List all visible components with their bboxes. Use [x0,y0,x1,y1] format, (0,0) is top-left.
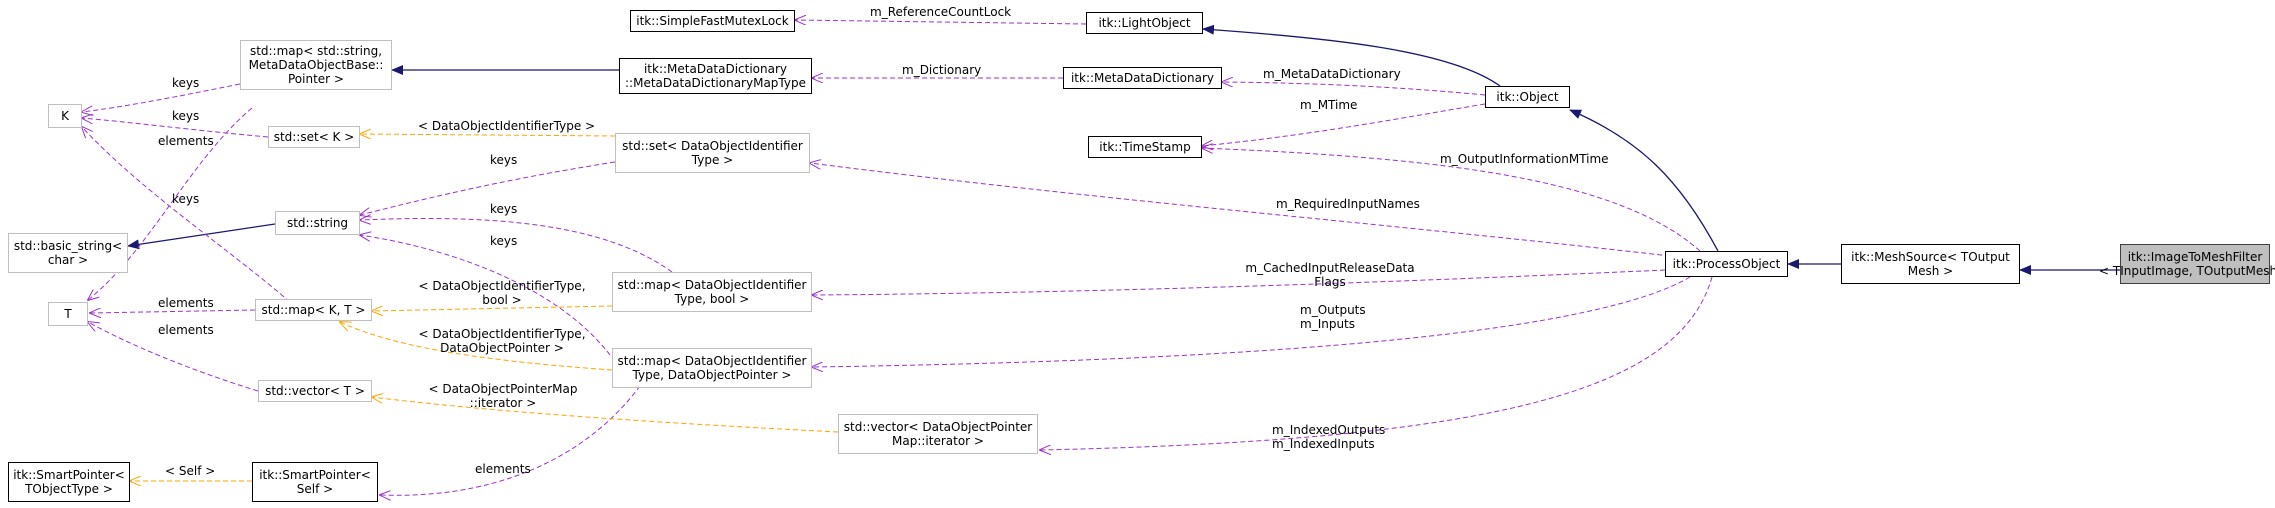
edge-label-tmpl-doit: < DataObjectIdentifierType > [418,119,595,133]
edge-stdmapdop-smartptrself-elements [380,385,641,495]
edge-object-mddict [1222,82,1486,96]
edge-lightobject-fastmutex [795,20,1087,24]
edge-label-elements-stdmapKT-T: elements [158,296,214,310]
edge-stdmapdop-stdstring-keys [360,235,611,356]
edge-label-tmpl-doit-bool: < DataObjectIdentifierType,bool > [418,279,585,307]
edge-label-tmpl-self: < Self > [165,464,215,478]
edge-processobject-timestamp [1202,148,1701,252]
edge-label-keys-stdmapbool-stdstring: keys [490,202,517,216]
node-light-object[interactable]: itk::LightObject [1086,12,1203,34]
edge-stdsetdoit-stdsetK-tmpl [360,134,616,136]
node-std-set-K[interactable]: std::set< K > [268,126,360,148]
node-std-map-doit-dop[interactable]: std::map< DataObjectIdentifier Type, Dat… [612,348,812,388]
edge-stdmapdop-stdmapKT-tmpl [340,322,613,371]
edge-stdmapbool-stdstring-keys [360,218,673,273]
edge-processobject-stdvectordop [1040,276,1713,450]
edge-label-keys-stdmapdop-stdstring: keys [490,234,517,248]
edge-object-timestamp [1202,103,1486,146]
edge-label-mtime: m_MTime [1300,98,1357,112]
edge-stdmapmeta-K-keys [82,83,241,112]
edge-processobject-stdsetdoit [810,163,1671,257]
edge-label-dictionary: m_Dictionary [902,63,981,77]
edge-label-keys-stdsetK-K: keys [172,109,199,123]
edge-stdvectordop-stdvectorT-tmpl [372,397,839,433]
node-basic-string[interactable]: std::basic_string< char > [8,233,128,273]
node-std-map-doit-bool[interactable]: std::map< DataObjectIdentifier Type, boo… [612,272,812,312]
edge-stdsetdoit-stdstring-keys [360,161,616,215]
edge-object-to-lightobject [1202,24,1501,87]
node-image-to-mesh-filter[interactable]: itk::ImageToMeshFilter < TInputImage, TO… [2099,244,2275,284]
edge-label-tmpl-dopmap-iter: < DataObjectPointerMap::iterator > [428,382,577,410]
node-std-map-metadata[interactable]: std::map< std::string, MetaDataObjectBas… [240,40,392,90]
node-smart-pointer-tobjecttype[interactable]: itk::SmartPointer< TObjectType > [8,462,130,502]
node-std-vector-T[interactable]: std::vector< T > [258,380,372,402]
node-std-vector-dop-iterator[interactable]: std::vector< DataObjectPointer Map::iter… [838,414,1038,454]
node-smart-pointer-self[interactable]: itk::SmartPointer< Self > [252,462,378,502]
edge-processobject-stdmapdop [812,276,1691,367]
node-std-set-doit[interactable]: std::set< DataObjectIdentifier Type > [615,133,810,173]
node-simple-fast-mutex-lock[interactable]: itk::SimpleFastMutexLock [630,10,795,32]
edge-stdstring-to-basicstring [127,223,276,250]
edge-stdmapbool-stdmapKT-tmpl [372,305,613,311]
node-std-string[interactable]: std::string [275,211,360,235]
edge-label-metadata-dictionary: m_MetaDataDictionary [1263,67,1401,81]
edge-label-keys-stdmapKT-K: keys [172,192,199,206]
edge-label-output-info-mtime: m_OutputInformationMTime [1440,152,1609,166]
node-metadata-dictionary-map-type[interactable]: itk::MetaDataDictionary ::MetaDataDictio… [619,58,812,94]
edge-label-elements-smartptrself: elements [475,462,531,476]
node-mesh-source[interactable]: itk::MeshSource< TOutput Mesh > [1841,244,2020,284]
edge-processobject-to-object [1569,109,1719,252]
edge-stdmapKT-K-keys [82,127,291,303]
edge-label-keys-stdsetdoit-stdstring: keys [490,153,517,167]
node-std-map-K-T[interactable]: std::map< K, T > [255,299,372,321]
node-process-object[interactable]: itk::ProcessObject [1665,251,1788,277]
edge-stdmapKT-T-elements [90,310,256,313]
edge-stdsetK-K-keys [82,118,269,138]
edge-label-tmpl-doit-dop: < DataObjectIdentifierType,DataObjectPoi… [418,327,585,355]
node-metadata-dictionary[interactable]: itk::MetaDataDictionary [1063,67,1222,89]
edge-label-elements-stdmapmeta-T: elements [158,134,214,148]
edge-stdvectorT-T-elements [88,322,259,392]
edge-label-keys-stdmapmeta-K: keys [172,76,199,90]
node-K[interactable]: K [48,104,82,128]
edge-label-elements-stdvectorT-T: elements [158,323,214,337]
node-object[interactable]: itk::Object [1485,86,1570,108]
edge-label-ref-count-lock: m_ReferenceCountLock [870,5,1011,19]
node-T[interactable]: T [48,302,88,326]
node-time-stamp[interactable]: itk::TimeStamp [1088,136,1202,158]
edge-processobject-stdmapbool [812,269,1666,295]
edge-label-required-input-names: m_RequiredInputNames [1276,197,1420,211]
